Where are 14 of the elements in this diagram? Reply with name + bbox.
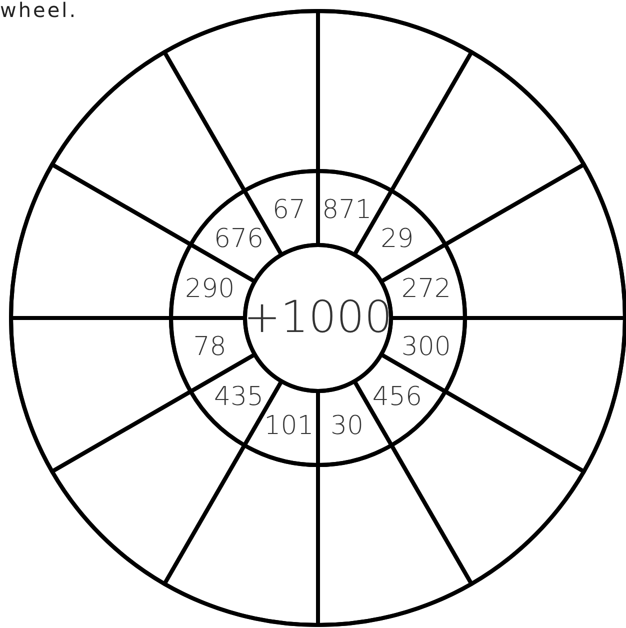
- heading-text: wheel.: [0, 0, 78, 20]
- number-text: 676: [214, 226, 264, 252]
- operation-text: +1000: [244, 296, 392, 340]
- number-text: 30: [330, 413, 364, 440]
- number-text: 435: [214, 384, 264, 410]
- number-text: 871: [322, 196, 372, 223]
- number-text: 290: [184, 276, 235, 302]
- number-text: 101: [264, 413, 314, 440]
- number-text: 29: [380, 226, 414, 252]
- number-text: 78: [193, 334, 226, 360]
- number-text: 67: [272, 196, 306, 223]
- number-text: 272: [401, 276, 451, 302]
- number-text: 456: [372, 384, 422, 410]
- number-text: 300: [401, 334, 451, 360]
